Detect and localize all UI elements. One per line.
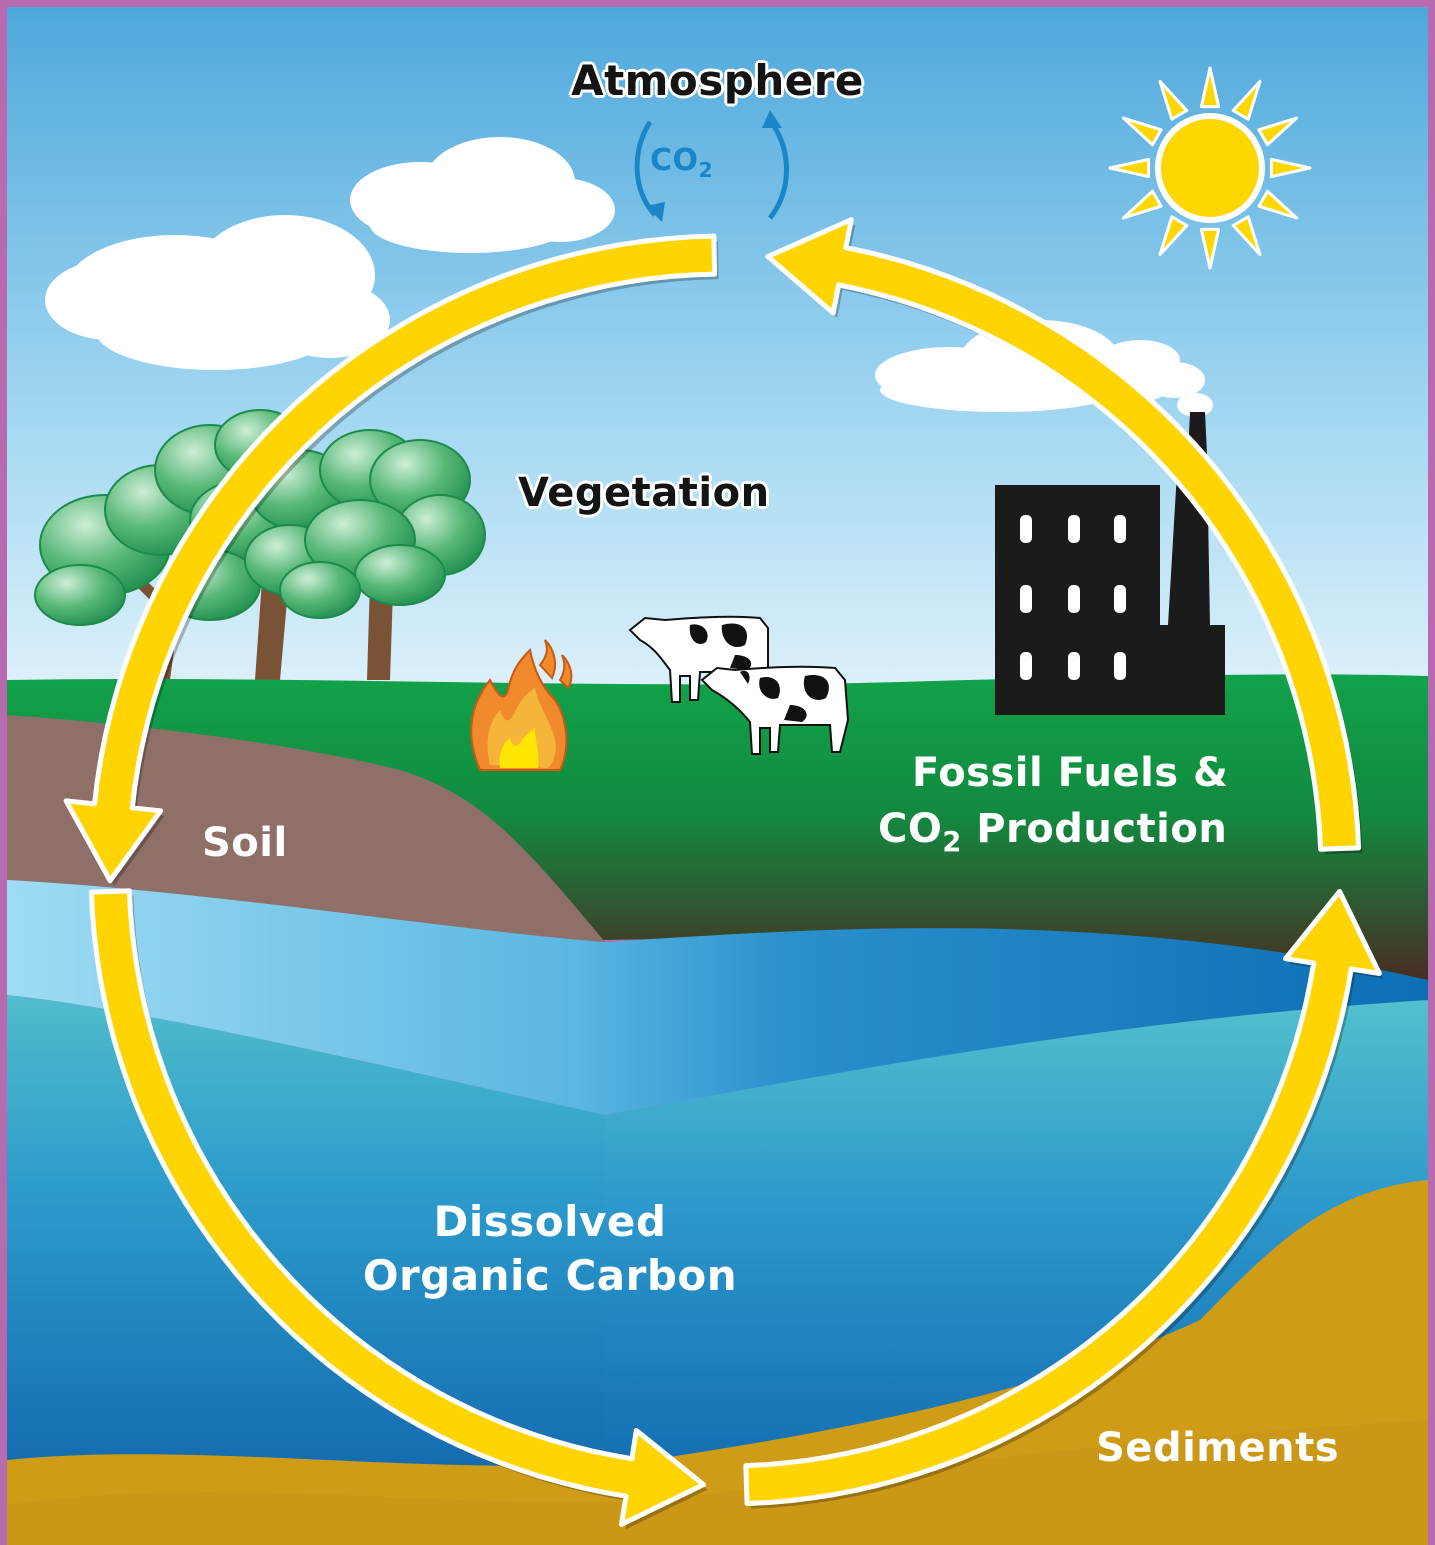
cycle-arrow-icon bbox=[765, 217, 1362, 852]
cloud-icon bbox=[350, 137, 615, 253]
sun-ray bbox=[1199, 227, 1221, 270]
factory-window bbox=[1114, 652, 1126, 680]
co2-arrowheads bbox=[646, 110, 782, 222]
factory-window bbox=[1020, 652, 1032, 680]
sun-ray bbox=[1257, 189, 1299, 220]
sediments-label: Sediments bbox=[1096, 1425, 1339, 1471]
sun-ray bbox=[1199, 66, 1221, 109]
factory-window bbox=[1114, 515, 1126, 543]
sun-icon bbox=[1108, 66, 1312, 270]
sun-ray bbox=[1231, 215, 1262, 257]
co2-subscript: 2 bbox=[698, 157, 714, 182]
factory-window bbox=[1068, 515, 1080, 543]
cycle-arrow-icon bbox=[88, 888, 706, 1527]
co2-text: CO bbox=[650, 143, 699, 178]
sun-ray bbox=[1158, 215, 1189, 257]
co2-production-prefix: CO bbox=[878, 806, 943, 852]
cow-icon bbox=[628, 615, 850, 755]
sun-ray bbox=[1269, 157, 1312, 179]
dissolved-label-line2: Organic Carbon bbox=[362, 1251, 738, 1300]
soil-label: Soil bbox=[202, 820, 288, 866]
soil-layer bbox=[7, 715, 605, 942]
cloud-icon bbox=[45, 215, 390, 370]
factory-windows bbox=[1020, 515, 1126, 680]
cycle-arrow-icon bbox=[743, 889, 1382, 1507]
fossil-fuels-label-line2: CO2 Production bbox=[878, 806, 1228, 858]
sun-ray bbox=[1121, 116, 1163, 147]
cycle-arrow-icon bbox=[63, 233, 718, 884]
sun-ray bbox=[1108, 157, 1151, 179]
fire-icon bbox=[470, 639, 573, 771]
co2-production-subscript: 2 bbox=[942, 826, 962, 858]
co2-production-suffix: Production bbox=[961, 806, 1228, 852]
factory-window bbox=[1068, 652, 1080, 680]
sun-ray bbox=[1257, 116, 1299, 147]
factory-window bbox=[1114, 585, 1126, 613]
sun-ray bbox=[1231, 79, 1262, 121]
factory-window bbox=[1068, 585, 1080, 613]
dissolved-label-line1: Dissolved bbox=[433, 1197, 667, 1246]
river-surface bbox=[7, 880, 1428, 1115]
smoke-icon bbox=[1100, 340, 1213, 417]
sediment-lower bbox=[7, 1420, 1428, 1545]
sun-ray bbox=[1121, 189, 1163, 220]
factory-window bbox=[1020, 585, 1032, 613]
co2-label: CO2 bbox=[650, 143, 713, 182]
sun-ray bbox=[1158, 79, 1189, 121]
atmosphere-label: Atmosphere bbox=[571, 56, 864, 105]
fossil-fuels-label-line1: Fossil Fuels & bbox=[912, 750, 1229, 796]
cycle-arrows bbox=[63, 217, 1384, 1530]
vegetation-label: Vegetation bbox=[518, 470, 770, 516]
factory-window bbox=[1020, 515, 1032, 543]
